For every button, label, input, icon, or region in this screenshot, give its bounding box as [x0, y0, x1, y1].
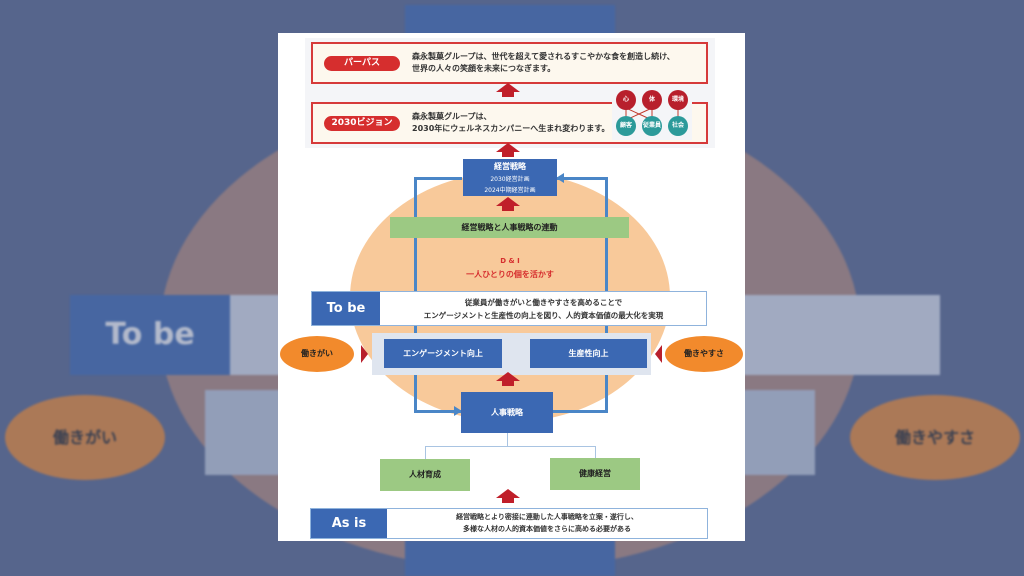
dni-subtitle: 一人ひとりの個を活かす	[466, 270, 554, 279]
to-be-text: 従業員が働きがいと働きやすさを高めることでエンゲージメントと生産性の向上を図り、…	[423, 298, 664, 320]
arrow-left-icon	[556, 173, 564, 183]
bg-to-be: To be	[70, 295, 230, 375]
productivity-box: 生産性向上	[530, 339, 647, 368]
circle-mind: 心	[616, 90, 636, 110]
purpose-label: パーパス	[324, 56, 400, 71]
to-be-label: To be	[312, 292, 380, 325]
arrow-up-icon	[496, 372, 520, 386]
purpose-text: 森永製菓グループは、世代を超えて愛されるすこやかな食を創造し続け、世界の人々の笑…	[412, 52, 675, 73]
tree-line	[507, 433, 508, 446]
oval-comfort: 働きやすさ	[665, 336, 743, 372]
vision-text: 森永製菓グループは、2030年にウェルネスカンパニーへ生まれ変わります。	[412, 112, 610, 133]
as-is-text: 経営戦略とより密接に連動した人事戦略を立案・遂行し、多様な人材の人的資本価値をさ…	[456, 513, 638, 533]
tree-line	[425, 446, 596, 447]
circle-society: 社会	[668, 116, 688, 136]
hr-strategy-box: 人事戦略	[461, 392, 553, 433]
arrow-up-icon	[496, 489, 520, 503]
linkage-bar: 経営戦略と人事戦略の連動	[390, 217, 629, 238]
circle-body: 体	[642, 90, 662, 110]
arrow-right-icon	[361, 345, 368, 363]
management-strategy-box: 経営戦略 2030経営計画 2024中期経営計画	[463, 159, 557, 196]
loop-line	[414, 410, 462, 413]
circle-environment: 環境	[668, 90, 688, 110]
tree-line	[425, 446, 426, 459]
circle-customer: 顧客	[616, 116, 636, 136]
engagement-box: エンゲージメント向上	[384, 339, 502, 368]
arrow-right-icon	[454, 406, 462, 416]
health-management-box: 健康経営	[550, 458, 640, 490]
tree-line	[595, 446, 596, 458]
arrow-up-icon	[496, 83, 520, 97]
arrow-up-icon	[496, 143, 520, 157]
as-is-label: As is	[311, 509, 387, 538]
bg-oval-left: 働きがい	[5, 395, 165, 480]
oval-motivation: 働きがい	[280, 336, 354, 372]
loop-line	[553, 410, 608, 413]
loop-line	[556, 177, 608, 180]
wellness-diagram: 心 体 環境 顧客 従業員 社会	[612, 88, 692, 140]
dni-title: D & I	[500, 257, 520, 265]
talent-development-box: 人材育成	[380, 459, 470, 491]
circle-employee: 従業員	[642, 116, 662, 136]
loop-line	[414, 177, 462, 180]
arrow-up-icon	[496, 197, 520, 211]
bg-oval-right: 働きやすさ	[850, 395, 1020, 480]
arrow-left-icon	[655, 345, 662, 363]
vision-label: 2030ビジョン	[324, 116, 400, 131]
